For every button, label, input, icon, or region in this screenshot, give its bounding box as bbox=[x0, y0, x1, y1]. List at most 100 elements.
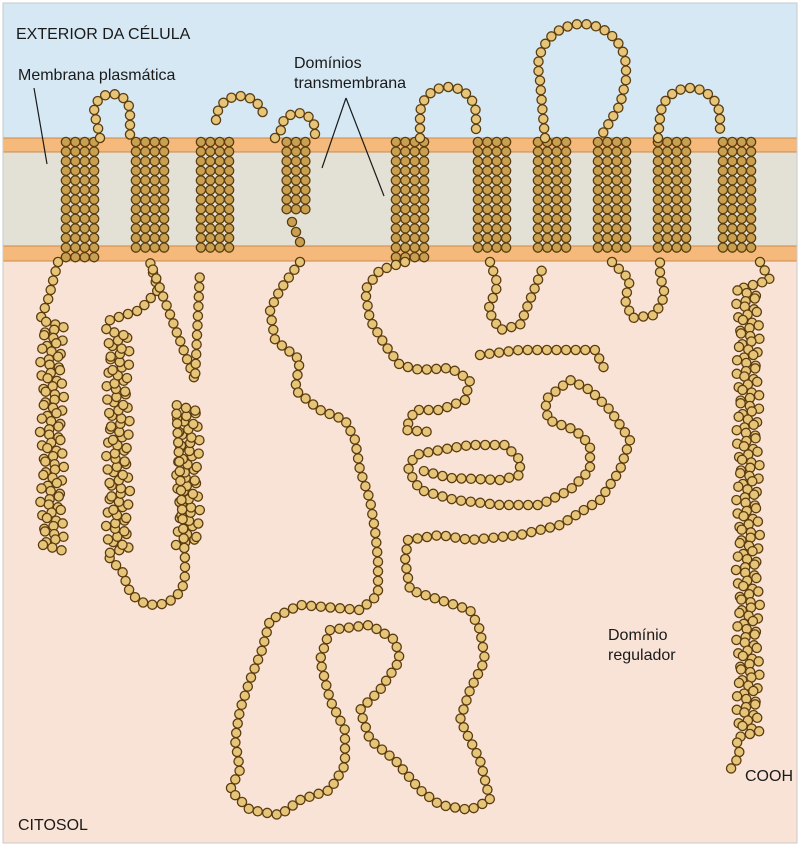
amino-acid-residue bbox=[483, 137, 492, 146]
amino-acid-residue bbox=[682, 176, 691, 185]
amino-acid-residue bbox=[61, 243, 70, 252]
amino-acid-residue bbox=[291, 166, 300, 175]
amino-acid-residue bbox=[410, 176, 419, 185]
amino-acid-residue bbox=[483, 233, 492, 242]
amino-acid-residue bbox=[391, 166, 400, 175]
amino-acid-residue bbox=[751, 434, 760, 443]
amino-acid-residue bbox=[355, 463, 364, 472]
amino-acid-residue bbox=[61, 157, 70, 166]
amino-acid-residue bbox=[502, 147, 511, 156]
amino-acid-residue bbox=[551, 493, 560, 502]
amino-acid-residue bbox=[533, 345, 542, 354]
amino-acid-residue bbox=[71, 195, 80, 204]
amino-acid-residue bbox=[424, 405, 433, 414]
amino-acid-residue bbox=[483, 243, 492, 252]
amino-acid-residue bbox=[340, 754, 349, 763]
amino-acid-residue bbox=[42, 513, 51, 522]
amino-acid-residue bbox=[71, 214, 80, 223]
amino-acid-residue bbox=[122, 374, 131, 383]
amino-acid-residue bbox=[718, 185, 727, 194]
amino-acid-residue bbox=[663, 147, 672, 156]
amino-acid-residue bbox=[430, 594, 439, 603]
amino-acid-residue bbox=[141, 157, 150, 166]
amino-acid-residue bbox=[543, 233, 552, 242]
amino-acid-residue bbox=[401, 214, 410, 223]
amino-acid-residue bbox=[468, 96, 477, 105]
amino-acid-residue bbox=[466, 497, 475, 506]
amino-acid-residue bbox=[754, 657, 763, 666]
amino-acid-residue bbox=[473, 214, 482, 223]
amino-acid-residue bbox=[733, 622, 742, 631]
amino-acid-residue bbox=[295, 361, 304, 370]
amino-acid-residue bbox=[94, 124, 103, 133]
amino-acid-residue bbox=[410, 166, 419, 175]
amino-acid-residue bbox=[753, 377, 762, 386]
amino-acid-residue bbox=[593, 166, 602, 175]
amino-acid-residue bbox=[450, 366, 459, 375]
amino-acid-residue bbox=[141, 224, 150, 233]
amino-acid-residue bbox=[541, 401, 550, 410]
amino-acid-residue bbox=[373, 576, 382, 585]
amino-acid-residue bbox=[180, 572, 189, 581]
amino-acid-residue bbox=[456, 714, 465, 723]
amino-acid-residue bbox=[90, 105, 99, 114]
amino-acid-residue bbox=[413, 481, 422, 490]
amino-acid-residue bbox=[196, 214, 205, 223]
amino-acid-residue bbox=[622, 147, 631, 156]
amino-acid-residue bbox=[196, 166, 205, 175]
amino-acid-residue bbox=[42, 317, 51, 326]
amino-acid-residue bbox=[191, 406, 200, 415]
amino-acid-residue bbox=[483, 224, 492, 233]
amino-acid-residue bbox=[732, 426, 741, 435]
amino-acid-residue bbox=[403, 573, 412, 582]
amino-acid-residue bbox=[728, 233, 737, 242]
amino-acid-residue bbox=[552, 345, 561, 354]
amino-acid-residue bbox=[61, 233, 70, 242]
amino-acid-residue bbox=[603, 224, 612, 233]
amino-acid-residue bbox=[254, 655, 263, 664]
amino-acid-residue bbox=[361, 482, 370, 491]
amino-acid-residue bbox=[108, 435, 117, 444]
amino-acid-residue bbox=[735, 539, 744, 548]
amino-acid-residue bbox=[215, 176, 224, 185]
amino-acid-residue bbox=[471, 105, 480, 114]
amino-acid-residue bbox=[444, 82, 453, 91]
amino-acid-residue bbox=[760, 266, 769, 275]
amino-acid-residue bbox=[672, 205, 681, 214]
amino-acid-residue bbox=[54, 352, 63, 361]
amino-acid-residue bbox=[174, 438, 183, 447]
amino-acid-residue bbox=[552, 233, 561, 242]
amino-acid-residue bbox=[373, 548, 382, 557]
amino-acid-residue bbox=[178, 515, 187, 524]
amino-acid-residue bbox=[196, 243, 205, 252]
amino-acid-residue bbox=[755, 600, 764, 609]
amino-acid-residue bbox=[747, 205, 756, 214]
amino-acid-residue bbox=[502, 176, 511, 185]
amino-acid-residue bbox=[301, 157, 310, 166]
amino-acid-residue bbox=[160, 214, 169, 223]
amino-acid-residue bbox=[108, 366, 117, 375]
amino-acid-residue bbox=[443, 444, 452, 453]
amino-acid-residue bbox=[432, 364, 441, 373]
amino-acid-residue bbox=[41, 387, 50, 396]
amino-acid-residue bbox=[492, 214, 501, 223]
amino-acid-residue bbox=[754, 321, 763, 330]
amino-acid-residue bbox=[141, 147, 150, 156]
amino-acid-residue bbox=[737, 185, 746, 194]
amino-acid-residue bbox=[391, 195, 400, 204]
amino-acid-residue bbox=[57, 546, 66, 555]
amino-acid-residue bbox=[492, 285, 501, 294]
amino-acid-residue bbox=[152, 274, 161, 283]
amino-acid-residue bbox=[738, 315, 747, 324]
amino-acid-residue bbox=[495, 500, 504, 509]
amino-acid-residue bbox=[728, 224, 737, 233]
amino-acid-residue bbox=[191, 359, 200, 368]
amino-acid-residue bbox=[552, 137, 561, 146]
amino-acid-residue bbox=[61, 214, 70, 223]
amino-acid-residue bbox=[695, 85, 704, 94]
amino-acid-residue bbox=[391, 176, 400, 185]
amino-acid-residue bbox=[533, 205, 542, 214]
amino-acid-residue bbox=[243, 682, 252, 691]
amino-acid-residue bbox=[434, 84, 443, 93]
amino-acid-residue bbox=[120, 527, 129, 536]
